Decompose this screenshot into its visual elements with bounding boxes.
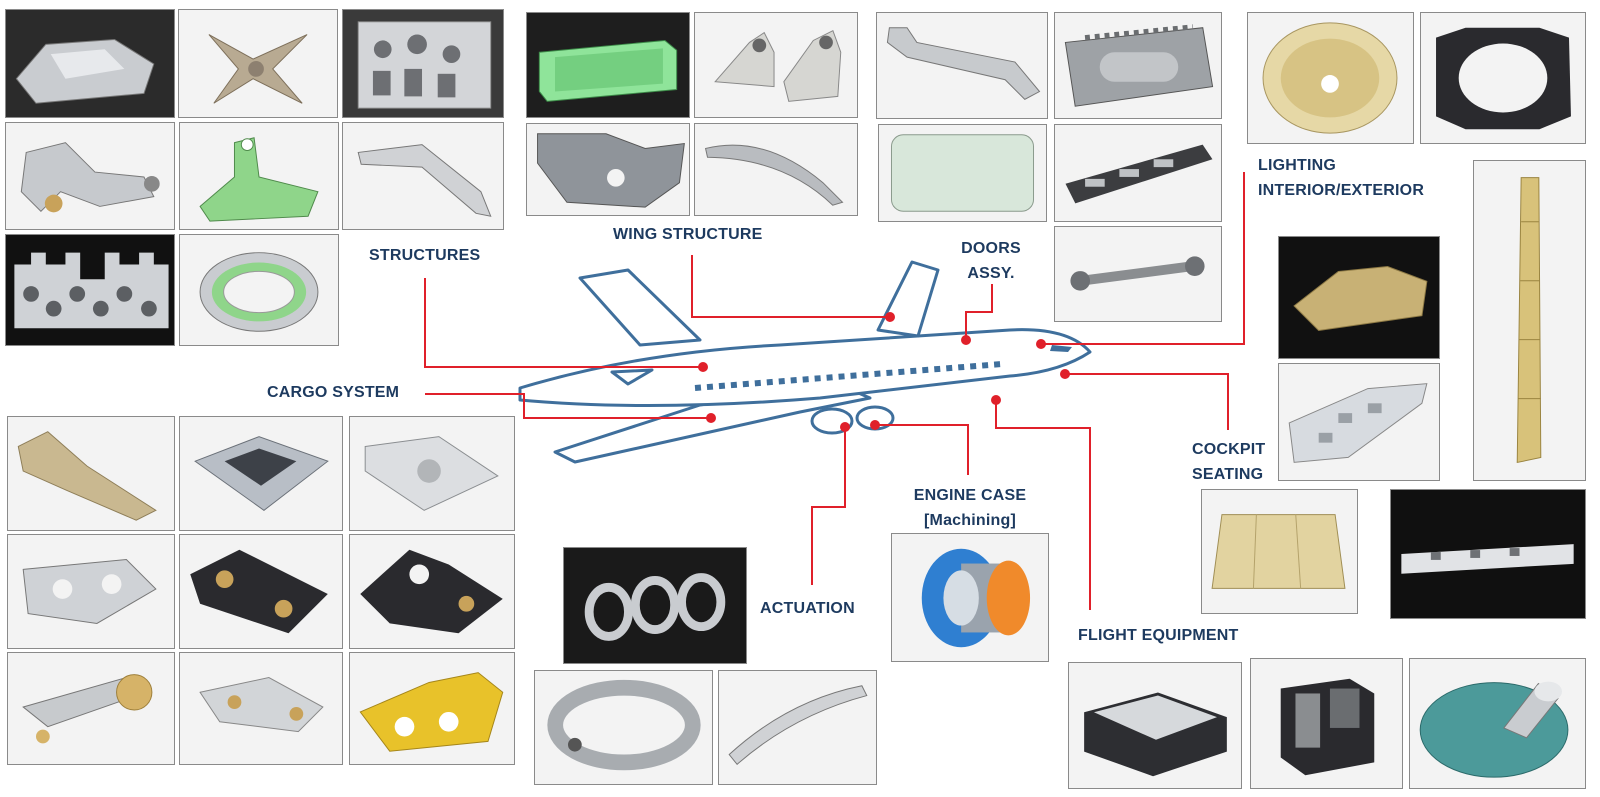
part-photo-engine-case	[891, 533, 1049, 662]
part-photo-structures-8	[179, 234, 339, 346]
marker-actuation	[840, 422, 850, 432]
part-photo-flight-equipment-2	[1250, 658, 1403, 789]
label-cockpit-line1: COCKPIT	[1192, 441, 1266, 458]
part-photo-actuation-1	[563, 547, 747, 664]
part-photo-flight-equipment-1	[1068, 662, 1242, 789]
engine-cutaway-icon	[921, 548, 1031, 648]
part-photo-cockpit-2	[1278, 363, 1440, 481]
label-engine-case: ENGINE CASE [Machining]	[900, 483, 1040, 533]
part-photo-cargo-5	[179, 534, 343, 649]
part-photo-doors-5	[1054, 226, 1222, 322]
part-photo-structures-3	[342, 9, 504, 118]
leader-doors	[965, 284, 993, 340]
part-photo-lighting-1	[1247, 12, 1414, 144]
label-lighting: LIGHTING INTERIOR/EXTERIOR	[1258, 153, 1424, 203]
marker-cargo	[706, 413, 716, 423]
part-photo-cockpit-3	[1473, 160, 1586, 481]
marker-wing	[885, 312, 895, 322]
part-photo-cargo-6	[349, 534, 515, 649]
label-engine-line1: ENGINE CASE	[913, 487, 1027, 504]
leader-cargo	[425, 393, 711, 419]
part-photo-cockpit-1	[1278, 236, 1440, 359]
part-photo-wing-2	[694, 12, 858, 118]
part-photo-flight-equipment-3	[1409, 658, 1586, 789]
label-actuation: ACTUATION	[760, 600, 855, 617]
marker-cockpit	[1060, 369, 1070, 379]
part-photo-wing-1	[526, 12, 690, 118]
label-doors-line1: DOORS	[961, 240, 1021, 257]
airplane-stabilizer	[610, 368, 654, 386]
leader-actuation	[811, 427, 846, 585]
label-lighting-line1: LIGHTING	[1258, 157, 1337, 174]
part-photo-cargo-4	[7, 534, 175, 649]
part-photo-doors-4	[1054, 124, 1222, 222]
leader-engine	[875, 424, 969, 475]
part-photo-cockpit-5	[1390, 489, 1586, 619]
label-doors-line2: ASSY.	[967, 265, 1015, 282]
part-photo-cargo-3	[349, 416, 515, 531]
label-cockpit-line2: SEATING	[1192, 466, 1264, 483]
part-photo-doors-2	[1054, 12, 1222, 119]
label-cockpit-seating: COCKPIT SEATING	[1192, 437, 1265, 487]
leader-lighting	[1041, 172, 1245, 345]
part-photo-cockpit-4	[1201, 489, 1358, 614]
part-photo-cargo-2	[179, 416, 343, 531]
part-photo-cargo-1	[7, 416, 175, 531]
marker-engine	[870, 420, 880, 430]
part-photo-cargo-9	[349, 652, 515, 765]
part-photo-actuation-2	[534, 670, 713, 785]
label-lighting-line2: INTERIOR/EXTERIOR	[1258, 182, 1425, 199]
airplane-cockpit-window	[1050, 345, 1072, 352]
leader-structures	[424, 278, 703, 368]
part-photo-actuation-3	[718, 670, 877, 785]
part-photo-cargo-8	[179, 652, 343, 765]
airplane-tail-fin	[876, 260, 940, 338]
label-structures: STRUCTURES	[369, 247, 481, 264]
marker-structures	[698, 362, 708, 372]
part-photo-structures-4	[5, 122, 175, 230]
leader-wing	[691, 255, 890, 318]
leader-flight-equipment	[995, 400, 1091, 610]
airplane-fuselage	[518, 328, 1092, 408]
part-photo-structures-2	[178, 9, 338, 118]
marker-doors	[961, 335, 971, 345]
leader-cockpit	[1065, 373, 1229, 430]
part-photo-structures-5	[179, 122, 339, 230]
part-photo-doors-1	[876, 12, 1048, 119]
part-photo-structures-6	[342, 122, 504, 230]
part-photo-lighting-2	[1420, 12, 1586, 144]
part-photo-wing-3	[526, 123, 690, 216]
part-photo-wing-4	[694, 123, 858, 216]
label-wing-structure: WING STRUCTURE	[613, 226, 763, 243]
part-photo-cargo-7	[7, 652, 175, 765]
part-photo-structures-7	[5, 234, 175, 346]
label-doors-assy: DOORS ASSY.	[946, 236, 1036, 286]
label-cargo-system: CARGO SYSTEM	[267, 384, 400, 401]
marker-flight-equipment	[991, 395, 1001, 405]
marker-lighting	[1036, 339, 1046, 349]
part-photo-structures-1	[5, 9, 175, 118]
part-photo-doors-3	[878, 124, 1047, 222]
airplane-upper-wing	[578, 268, 702, 347]
label-flight-equipment: FLIGHT EQUIPMENT	[1078, 627, 1239, 644]
label-engine-line2: [Machining]	[924, 512, 1016, 529]
airplane-cabin-windows	[694, 361, 1003, 391]
